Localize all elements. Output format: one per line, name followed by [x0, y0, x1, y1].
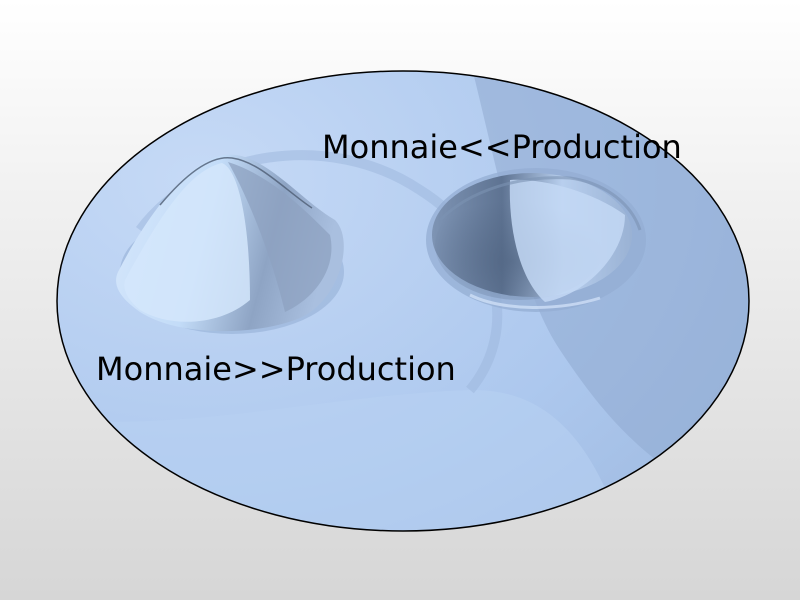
well-feature	[426, 168, 646, 312]
disc-outline	[56, 70, 750, 532]
label-monnaie-less-production: Monnaie<<Production	[322, 128, 682, 166]
label-monnaie-greater-production: Monnaie>>Production	[96, 350, 456, 388]
peak-feature	[116, 154, 344, 334]
